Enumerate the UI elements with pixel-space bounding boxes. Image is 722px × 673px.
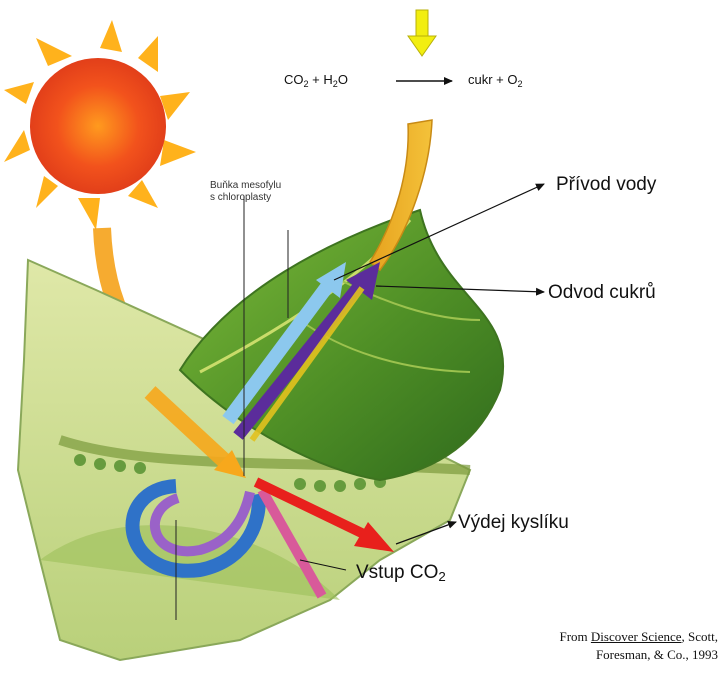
- sun-icon: [4, 20, 196, 230]
- cell-label: Buňka mesofylu s chloroplasty: [210, 180, 281, 204]
- reaction-products: cukr + O2: [468, 72, 523, 89]
- co2-in-label: Vstup CO2: [356, 562, 446, 584]
- water-in-label: Přívod vody: [556, 174, 656, 196]
- indicator-arrow-icon: [408, 10, 436, 56]
- sugar-out-label: Odvod cukrů: [548, 282, 656, 304]
- reaction-reactants: CO2 + H2O: [284, 72, 348, 89]
- oxygen-out-label: Výdej kyslíku: [458, 512, 569, 534]
- source-credit: From Discover Science, Scott, Foresman, …: [559, 628, 718, 664]
